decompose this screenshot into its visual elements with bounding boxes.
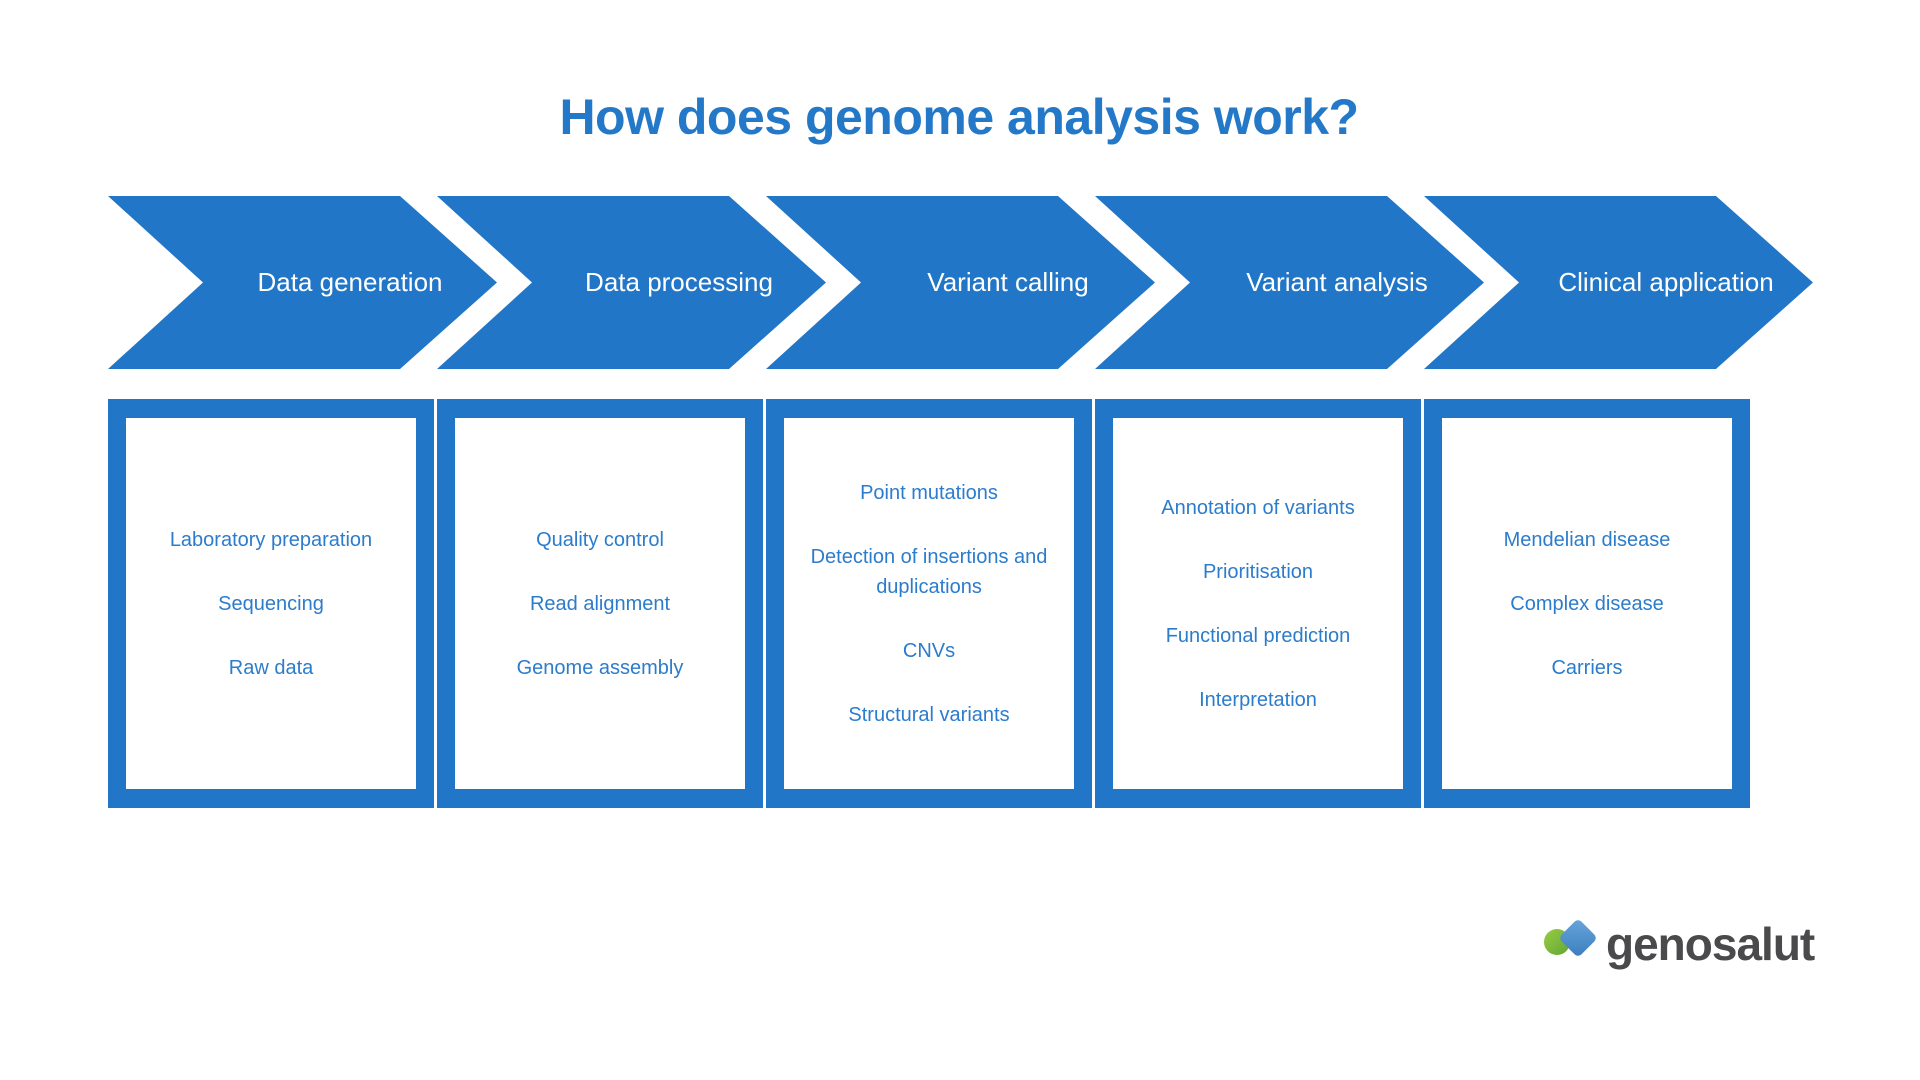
page-title: How does genome analysis work?	[559, 88, 1359, 145]
stage-item: Prioritisation	[1202, 560, 1314, 583]
stage-item: Genome assembly	[516, 656, 684, 679]
stage-item: Laboratory preparation	[169, 528, 373, 551]
stage-card-clinical-application: Mendelian disease Complex disease Carrie…	[1424, 399, 1750, 808]
stage-label: Variant analysis	[1246, 267, 1428, 297]
stage-cards-band: Laboratory preparation Sequencing Raw da…	[108, 399, 1750, 808]
stage-label: Variant calling	[927, 267, 1089, 297]
stage-item: Structural variants	[848, 703, 1010, 726]
genosalut-logo-wordmark: genosalut	[1606, 918, 1815, 970]
stage-item: Functional prediction	[1165, 624, 1351, 647]
stage-card-variant-analysis: Annotation of variants Prioritisation Fu…	[1095, 399, 1421, 808]
card-content: Laboratory preparation Sequencing Raw da…	[126, 418, 416, 789]
stage-item: Complex disease	[1510, 592, 1664, 615]
stage-item: Mendelian disease	[1503, 528, 1671, 551]
card-content: Mendelian disease Complex disease Carrie…	[1442, 418, 1732, 789]
stage-label: Data generation	[257, 267, 443, 297]
stage-item: Raw data	[228, 656, 314, 679]
stage-arrow-data-generation: Data generation	[108, 196, 497, 369]
process-arrow-row: Data generation Data processing Variant …	[108, 196, 1918, 369]
stage-item: Point mutations	[860, 481, 998, 504]
stage-item: Annotation of variants	[1161, 496, 1355, 519]
card-content: Annotation of variants Prioritisation Fu…	[1113, 418, 1403, 789]
card-content: Point mutations Detection of insertions …	[784, 418, 1074, 789]
stage-item: CNVs	[902, 639, 956, 662]
stage-item: Interpretation	[1199, 688, 1317, 711]
stage-item: Sequencing	[218, 592, 324, 615]
stage-label: Data processing	[585, 267, 773, 297]
stage-item: Quality control	[536, 528, 664, 551]
stage-item: Detection of insertions and duplications	[810, 545, 1048, 598]
stage-card-variant-calling: Point mutations Detection of insertions …	[766, 399, 1092, 808]
stage-card-data-processing: Quality control Read alignment Genome as…	[437, 399, 763, 808]
stage-item: Read alignment	[529, 592, 671, 615]
stage-arrow-clinical-application: Clinical application	[1424, 196, 1813, 369]
stage-item: Carriers	[1551, 656, 1623, 679]
card-content: Quality control Read alignment Genome as…	[455, 418, 745, 789]
stage-card-data-generation: Laboratory preparation Sequencing Raw da…	[108, 399, 434, 808]
stage-label: Clinical application	[1558, 267, 1774, 297]
